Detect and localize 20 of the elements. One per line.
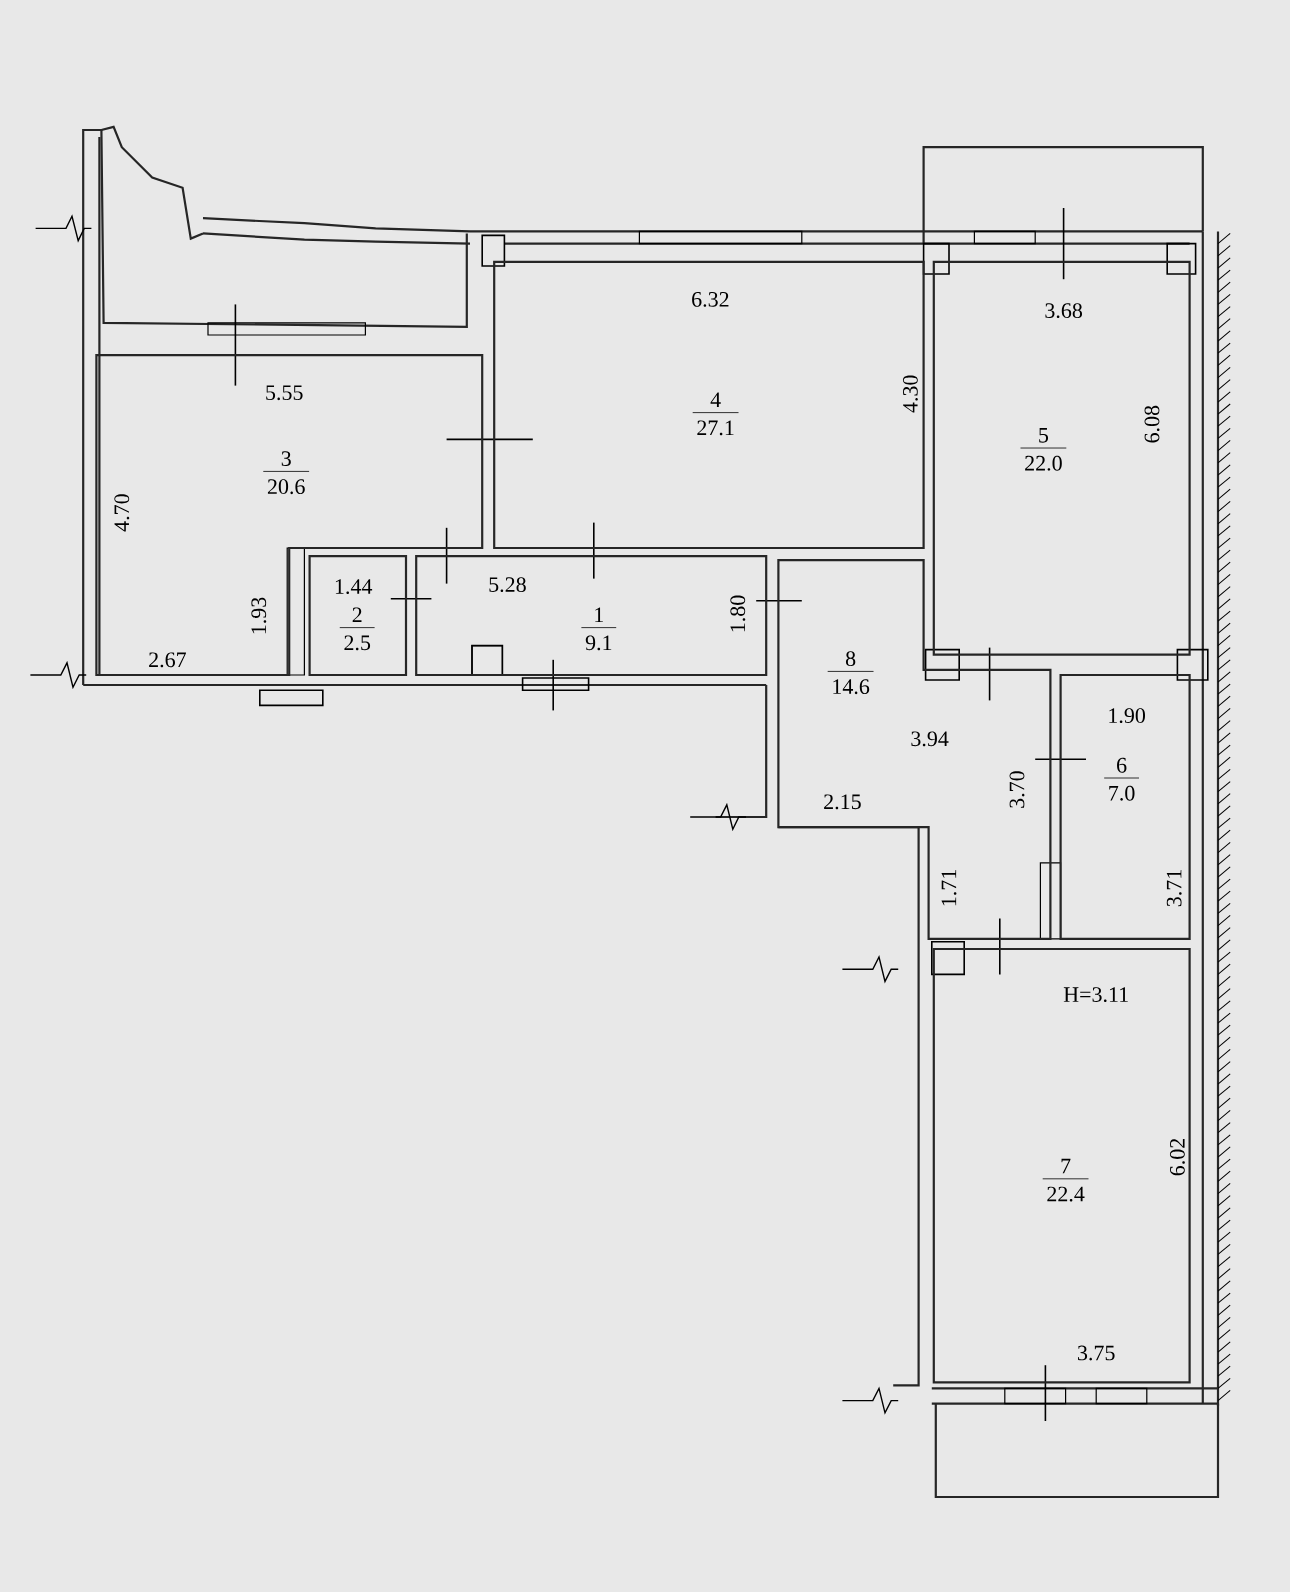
dimension-label: 5.55 <box>266 385 303 401</box>
dimension-label: 4.70 <box>114 494 130 532</box>
dimension-label: 2.15 <box>824 794 861 810</box>
dimension-label: 3.68 <box>1045 303 1082 319</box>
dimension-label: 3.94 <box>911 731 949 747</box>
dimension-label: 6.08 <box>1144 405 1160 443</box>
dimension-label: 2.67 <box>149 652 186 668</box>
dimension-label: 6.32 <box>692 292 729 307</box>
dimension-label: 1.71 <box>941 870 957 906</box>
dimension-label: 5.28 <box>489 577 526 593</box>
dimension-label: 1.93 <box>251 597 267 634</box>
dimension-label: 3.75 <box>1078 1345 1115 1361</box>
dimension-label: 1.80 <box>730 595 746 632</box>
dimension-label: 6.02 <box>1169 1139 1185 1176</box>
dimension-label: 1.44 <box>335 579 373 595</box>
dimension-label: 4.30 <box>902 375 918 413</box>
dimension-label: 3.70 <box>1009 771 1025 808</box>
dimension-label: H=3.11 <box>1063 987 1128 1003</box>
dimension-label: 3.71 <box>1166 870 1182 907</box>
dimension-label: 1.90 <box>1109 708 1145 724</box>
